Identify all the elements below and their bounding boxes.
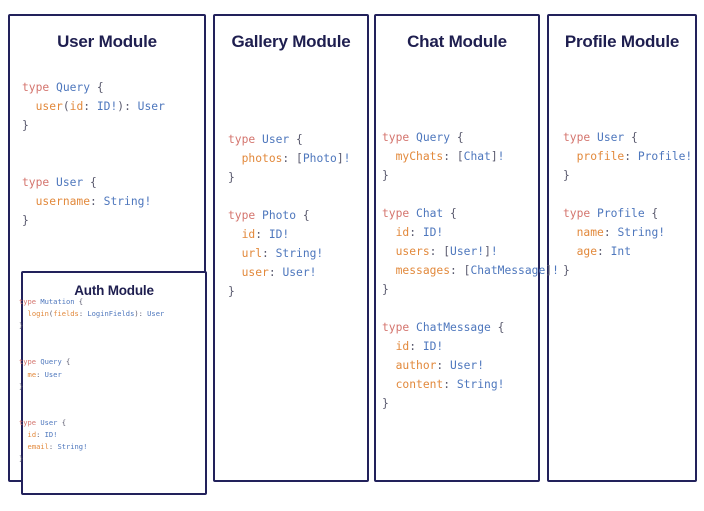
module-card-user[interactable]: User Module Auth Module — [8, 14, 207, 495]
schema-code-auth: type Mutation { login(fields: LoginField… — [19, 297, 165, 464]
schema-code-profile: type User { profile: Profile! } type Pro… — [563, 131, 693, 277]
module-card-gallery[interactable]: Gallery Module — [213, 14, 369, 482]
module-card-profile[interactable]: Profile Module — [547, 14, 697, 482]
module-title-user: User Module — [57, 32, 157, 51]
module-title-gallery: Gallery Module — [231, 32, 351, 51]
module-card-chat[interactable]: Chat Module — [374, 14, 540, 482]
module-card-auth[interactable]: Auth Module — [21, 271, 207, 495]
module-title-auth: Auth Module — [74, 283, 154, 298]
module-title-profile: Profile Module — [564, 32, 680, 51]
schema-code-chat: type Query { myChats: [Chat]! } type Cha… — [382, 131, 559, 410]
schema-code-user: type Query { user(id: ID!): User } type … — [22, 81, 165, 227]
module-title-chat: Chat Module — [407, 32, 507, 51]
schema-code-gallery: type User { photos: [Photo]! } type Phot… — [228, 133, 351, 298]
